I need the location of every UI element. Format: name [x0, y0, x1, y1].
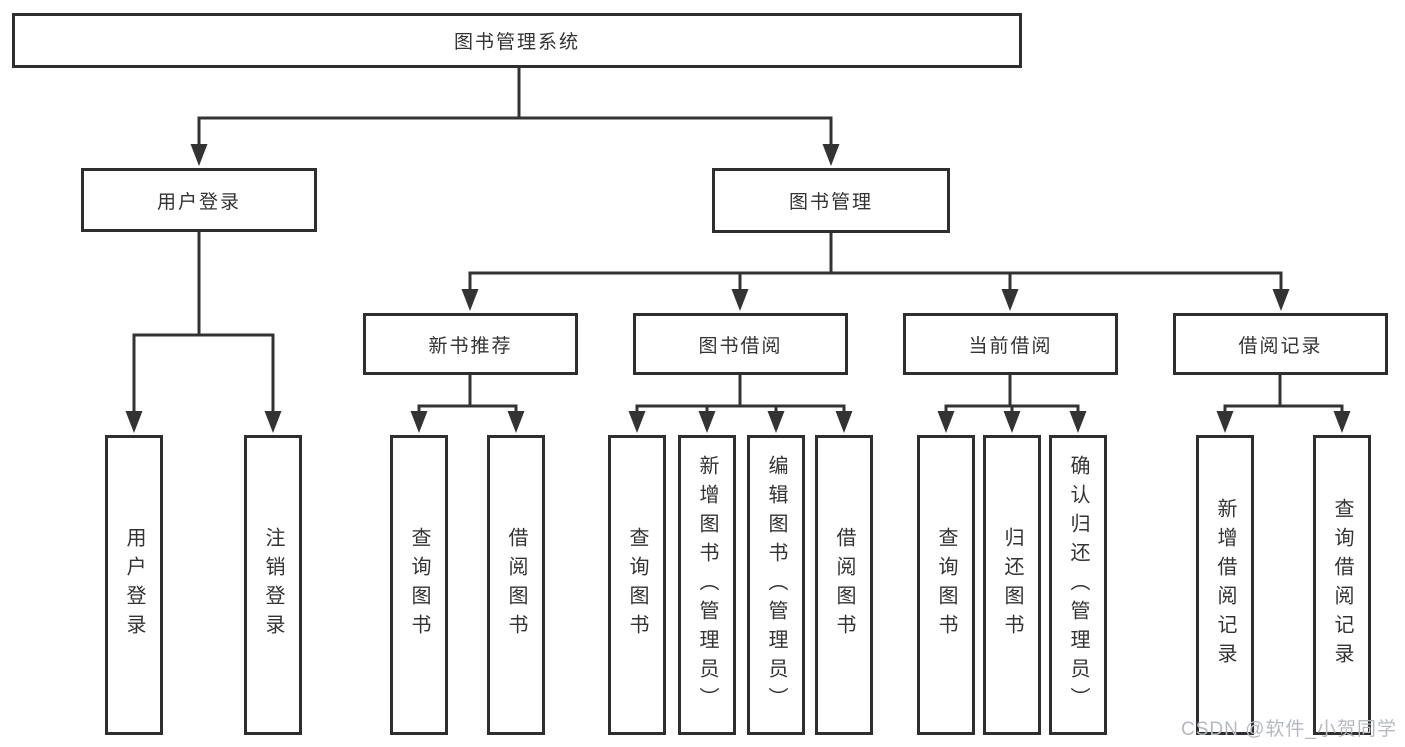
node-user-login-label: 用户登录 — [156, 191, 241, 213]
leaf-query-books-recommend: 查询图书 — [390, 435, 448, 735]
leaf-logout-label: 注销登录 — [262, 527, 284, 643]
leaf-borrow-books-label: 借阅图书 — [833, 527, 855, 643]
arrowhead — [767, 411, 785, 433]
node-new-book-recommend-label: 新书推荐 — [428, 335, 513, 357]
arrowhead — [822, 144, 840, 166]
node-book-management-label: 图书管理 — [788, 192, 873, 213]
leaf-edit-books-admin: 编辑图书（管理员） — [747, 435, 805, 735]
node-borrow-records: 借阅记录 — [1173, 313, 1388, 375]
arrowhead — [1001, 289, 1019, 311]
leaf-query-books-current: 查询图书 — [917, 435, 975, 735]
leaf-return-books-label: 归还图书 — [1001, 527, 1023, 643]
leaf-add-borrow-record-label: 新增借阅记录 — [1214, 498, 1236, 672]
arrowhead — [1069, 411, 1087, 433]
leaf-query-books-borrow: 查询图书 — [608, 435, 666, 735]
arrowhead — [410, 411, 428, 433]
arrowhead — [125, 411, 143, 433]
node-root-system: 图书管理系统 — [12, 13, 1022, 68]
leaf-add-books-admin-label: 新增图书（管理员） — [696, 454, 718, 716]
arrowhead — [1333, 411, 1351, 433]
leaf-query-books-borrow-label: 查询图书 — [626, 527, 648, 643]
node-borrow-records-label: 借阅记录 — [1238, 335, 1323, 357]
node-new-book-recommend: 新书推荐 — [363, 313, 578, 375]
connector-paths — [132, 68, 1344, 411]
csdn-watermark: CSDN @软件_小贺同学 — [1181, 719, 1397, 740]
leaf-borrow-books-recommend: 借阅图书 — [487, 435, 545, 735]
leaf-query-books-current-label: 查询图书 — [935, 527, 957, 643]
node-book-borrowing: 图书借阅 — [633, 313, 848, 375]
arrowhead — [264, 411, 282, 433]
leaf-borrow-books-recommend-label: 借阅图书 — [505, 527, 527, 643]
leaf-confirm-return-admin: 确认归还（管理员） — [1049, 435, 1107, 735]
node-current-borrowing-label: 当前借阅 — [968, 335, 1053, 357]
leaf-add-books-admin: 新增图书（管理员） — [678, 435, 736, 735]
connector-records-split — [1223, 404, 1344, 411]
leaf-logout: 注销登录 — [244, 435, 302, 735]
node-current-borrowing: 当前借阅 — [903, 313, 1118, 375]
arrowhead — [698, 411, 716, 433]
leaf-return-books: 归还图书 — [983, 435, 1041, 735]
connector-root-split — [197, 116, 833, 146]
connector-newbook-split — [417, 404, 518, 411]
node-book-borrowing-label: 图书借阅 — [698, 335, 783, 357]
connector-bookmgmt-split — [468, 271, 1283, 289]
arrowhead — [937, 411, 955, 433]
node-root-system-label: 图书管理系统 — [453, 32, 580, 53]
arrowhead — [1272, 289, 1290, 311]
leaf-query-borrow-record-label: 查询借阅记录 — [1331, 498, 1353, 672]
leaf-query-books-recommend-label: 查询图书 — [408, 527, 430, 643]
leaf-user-login-label: 用户登录 — [123, 527, 145, 643]
arrowhead — [835, 411, 853, 433]
leaf-borrow-books: 借阅图书 — [815, 435, 873, 735]
leaf-user-login: 用户登录 — [105, 435, 163, 735]
leaf-add-borrow-record: 新增借阅记录 — [1196, 435, 1254, 735]
arrowhead — [507, 411, 525, 433]
leaf-confirm-return-admin-label: 确认归还（管理员） — [1067, 454, 1089, 716]
arrowhead — [461, 289, 479, 311]
arrowhead — [628, 411, 646, 433]
arrowheads — [125, 144, 1351, 433]
node-book-management: 图书管理 — [712, 168, 950, 233]
node-user-login: 用户登录 — [81, 168, 317, 232]
leaf-edit-books-admin-label: 编辑图书（管理员） — [765, 454, 787, 716]
arrowhead — [1216, 411, 1234, 433]
leaf-query-borrow-record: 查询借阅记录 — [1313, 435, 1371, 735]
arrowhead — [190, 144, 208, 166]
arrowhead — [1003, 411, 1021, 433]
connector-borrow-split — [635, 404, 846, 411]
connector-userlogin-split — [132, 333, 275, 411]
arrowhead — [731, 289, 749, 311]
